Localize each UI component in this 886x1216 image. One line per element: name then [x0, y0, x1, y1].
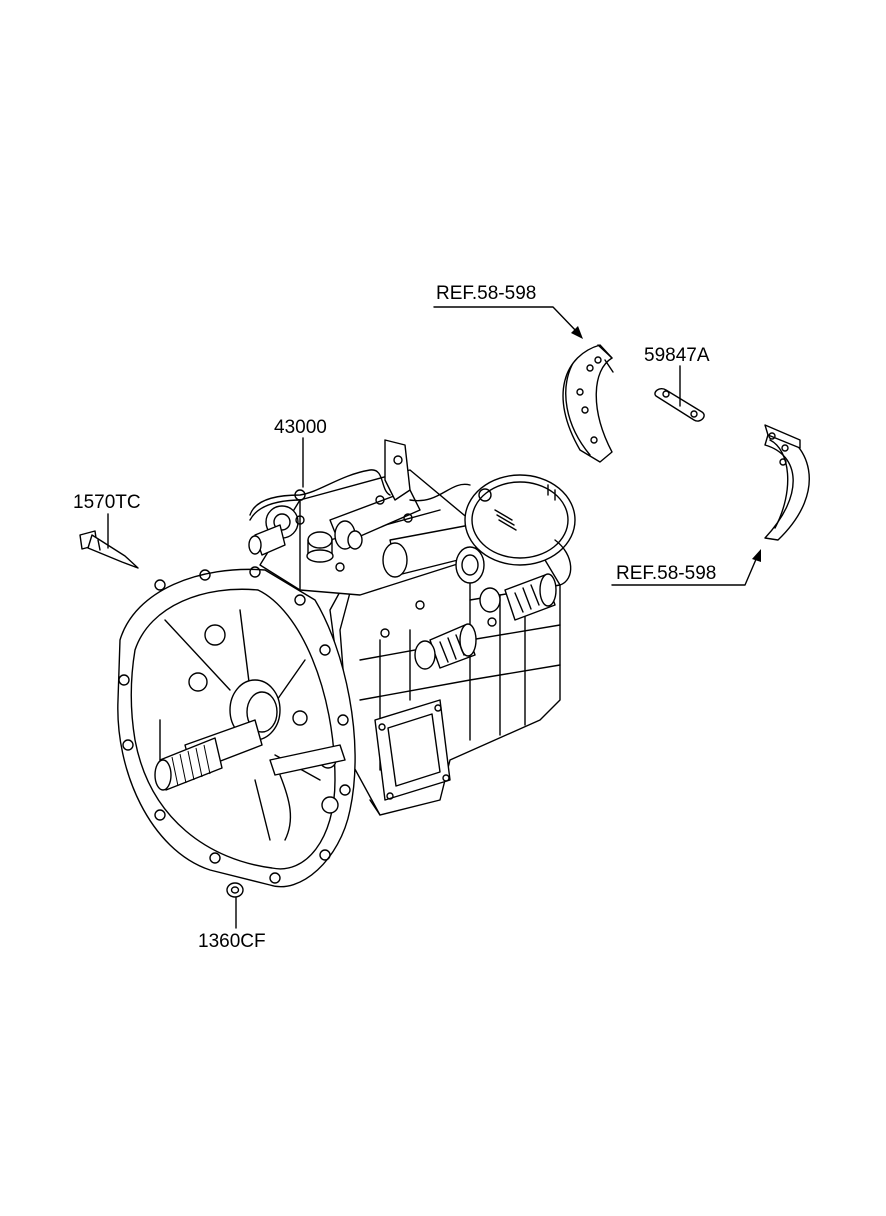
part-number-43000[interactable]: 43000	[274, 417, 327, 438]
part-number-59847a[interactable]: 59847A	[644, 345, 710, 366]
parking-brake-shoe-upper-icon	[562, 344, 614, 463]
transmission-assembly-icon	[117, 439, 576, 888]
part-number-1570tc[interactable]: 1570TC	[73, 492, 141, 513]
ref-label-lower[interactable]: REF.58-598	[616, 563, 717, 584]
drain-plug-gasket-icon	[226, 882, 244, 898]
ref-label-upper[interactable]: REF.58-598	[436, 283, 537, 304]
parking-brake-shoe-lower-icon	[764, 424, 810, 541]
dowel-pin-icon	[79, 530, 139, 569]
part-number-1360cf[interactable]: 1360CF	[198, 931, 266, 952]
